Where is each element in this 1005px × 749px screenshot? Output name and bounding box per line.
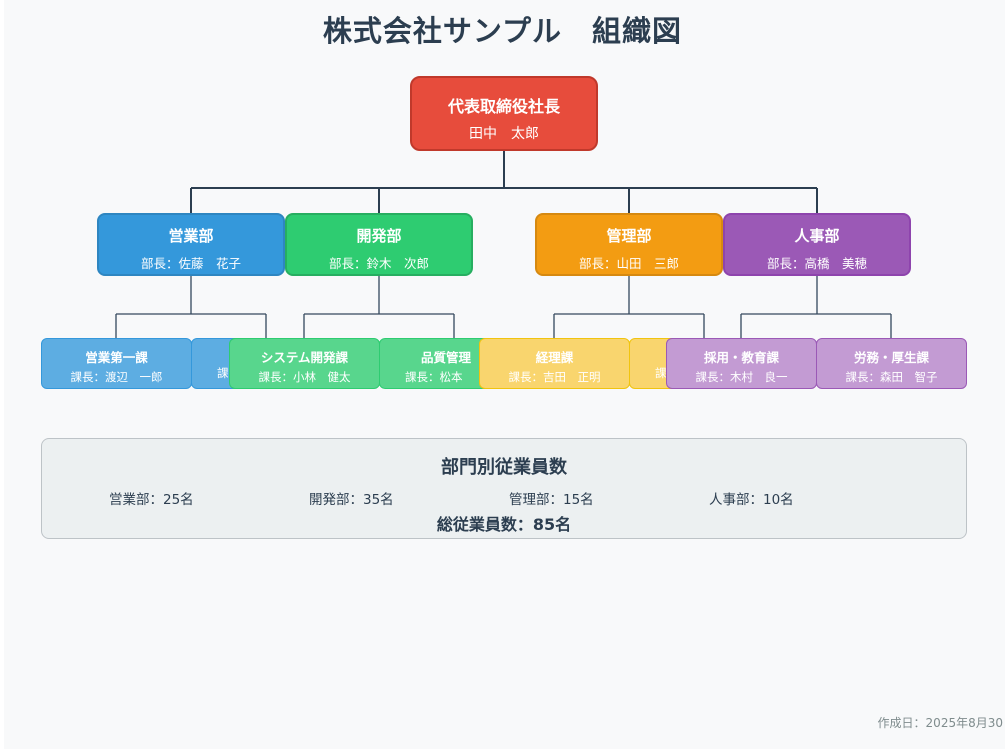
dept-name: 管理部 bbox=[606, 227, 652, 245]
section-box-admin-1: 経理課 課長：吉田 正明 bbox=[479, 338, 630, 389]
stat-sales: 営業部：25名 bbox=[109, 492, 194, 508]
section-head: 課 bbox=[655, 366, 667, 380]
dept-head: 部長：佐藤 花子 bbox=[140, 256, 241, 271]
section-name: 労務・厚生課 bbox=[853, 350, 929, 365]
dept-head: 部長：鈴木 次郎 bbox=[328, 256, 429, 271]
section-head: 課長：渡辺 一郎 bbox=[70, 370, 163, 384]
dept-box-dev: 開発部 部長：鈴木 次郎 bbox=[285, 213, 473, 276]
ceo-name: 田中 太郎 bbox=[469, 126, 539, 142]
dept-name: 開発部 bbox=[356, 227, 402, 245]
dept-head: 部長：高橋 美穂 bbox=[766, 256, 867, 271]
dept-box-hr: 人事部 部長：高橋 美穂 bbox=[723, 213, 911, 276]
page-title: 株式会社サンプル 組織図 bbox=[322, 14, 683, 48]
created-date: 作成日：2025年8月30 bbox=[877, 716, 1003, 730]
section-head: 課長：木村 良一 bbox=[695, 370, 788, 384]
section-head: 課長：森田 智子 bbox=[845, 370, 938, 384]
dept-name: 人事部 bbox=[794, 227, 840, 245]
dept-box-sales: 営業部 部長：佐藤 花子 bbox=[97, 213, 285, 276]
stat-dev: 開発部：35名 bbox=[309, 492, 394, 508]
section-name: 採用・教育課 bbox=[703, 350, 779, 365]
section-box-dev-1: システム開発課 課長：小林 健太 bbox=[229, 338, 380, 389]
stat-admin: 管理部：15名 bbox=[509, 492, 594, 508]
employee-stats-panel: 部門別従業員数 営業部：25名 開発部：35名 管理部：15名 人事部：10名 … bbox=[41, 438, 967, 539]
section-head: 課 bbox=[217, 366, 229, 380]
section-name: システム開発課 bbox=[260, 350, 349, 365]
stat-hr: 人事部：10名 bbox=[709, 492, 794, 508]
dept-head: 部長：山田 三郎 bbox=[578, 256, 679, 271]
section-head: 課長：小林 健太 bbox=[258, 370, 351, 384]
ceo-role: 代表取締役社長 bbox=[447, 97, 560, 116]
section-name: 営業第一課 bbox=[85, 350, 148, 365]
section-box-hr-1: 採用・教育課 課長：木村 良一 bbox=[666, 338, 817, 389]
section-name: 品質管理 bbox=[421, 350, 472, 365]
dept-name: 営業部 bbox=[168, 227, 214, 245]
ceo-box: 代表取締役社長 田中 太郎 bbox=[410, 76, 598, 151]
section-head: 課長：松本 bbox=[405, 370, 463, 384]
stats-total: 総従業員数：85名 bbox=[436, 515, 572, 534]
section-box-hr-2: 労務・厚生課 課長：森田 智子 bbox=[816, 338, 967, 389]
section-name: 経理課 bbox=[535, 350, 574, 365]
section-box-sales-1: 営業第一課 課長：渡辺 一郎 bbox=[41, 338, 192, 389]
section-head: 課長：吉田 正明 bbox=[508, 370, 601, 384]
dept-box-admin: 管理部 部長：山田 三郎 bbox=[535, 213, 723, 276]
stats-title: 部門別従業員数 bbox=[441, 457, 567, 478]
